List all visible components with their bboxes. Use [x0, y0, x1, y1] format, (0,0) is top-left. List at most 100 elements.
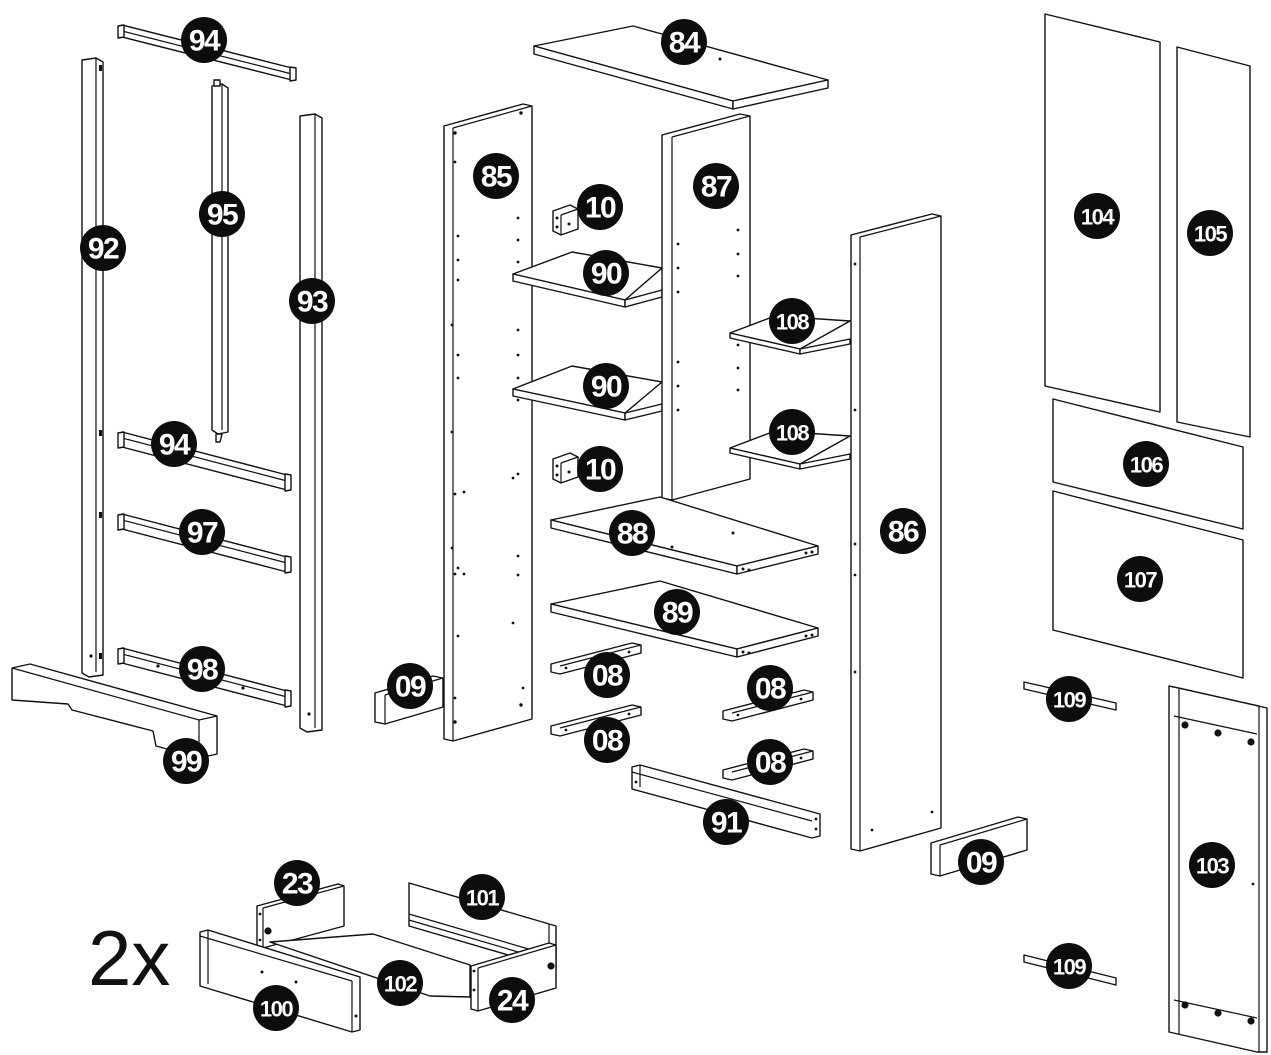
- part-number-badge-p90b: 90: [583, 363, 629, 409]
- part-number-badge-p109a: 109: [1046, 676, 1092, 722]
- part-93-right-post: [299, 113, 323, 733]
- badge-circle: [1189, 842, 1235, 888]
- part-number-label: 88: [617, 518, 648, 551]
- part-number-label: 09: [966, 847, 997, 880]
- part-number-label: 94: [159, 429, 191, 462]
- part-number-label: 91: [711, 807, 742, 840]
- part-number-label: 89: [662, 597, 693, 630]
- badge-circle: [1123, 441, 1169, 487]
- badge-circle: [747, 739, 793, 785]
- part-number-label: 108: [776, 310, 809, 335]
- badge-circle: [179, 646, 225, 692]
- part-number-badge-p99: 99: [163, 738, 209, 784]
- part-88-bottom-shelf: [550, 496, 819, 575]
- badge-circle: [880, 508, 926, 554]
- part-number-label: 92: [88, 233, 119, 266]
- badge-circle: [274, 860, 320, 906]
- badge-circle: [179, 509, 225, 555]
- badge-circle: [253, 985, 299, 1031]
- badge-circle: [693, 163, 739, 209]
- part-number-badge-p104: 104: [1074, 193, 1120, 239]
- part-number-label: 84: [669, 27, 701, 60]
- part-number-badge-p86: 86: [880, 508, 926, 554]
- part-10-upper-bracket: [552, 204, 579, 236]
- part-number-label: 93: [297, 286, 328, 319]
- badge-circle: [1187, 210, 1233, 256]
- part-number-badge-p106: 106: [1123, 441, 1169, 487]
- part-number-badge-p109b: 109: [1046, 943, 1092, 989]
- part-10-lower-bracket: [552, 452, 579, 484]
- badge-circle: [1046, 676, 1092, 722]
- part-number-badge-p87: 87: [693, 163, 739, 209]
- part-number-label: 101: [466, 886, 499, 911]
- part-number-badge-p101: 101: [459, 874, 505, 920]
- badge-circle: [459, 874, 505, 920]
- part-number-label: 106: [1130, 453, 1163, 478]
- part-number-badge-p92: 92: [80, 225, 126, 271]
- part-number-badge-p100: 100: [253, 985, 299, 1031]
- part-99-plinth: [11, 663, 218, 759]
- part-number-label: 105: [1194, 222, 1227, 247]
- part-number-label: 86: [888, 516, 919, 549]
- badge-circle: [769, 298, 815, 344]
- part-number-label: 08: [755, 673, 786, 706]
- part-number-label: 107: [1124, 568, 1157, 593]
- part-number-label: 10: [585, 192, 616, 225]
- badge-circle: [654, 589, 700, 635]
- part-number-badge-p84: 84: [661, 19, 707, 65]
- part-number-badge-p98: 98: [179, 646, 225, 692]
- part-number-badge-p102: 102: [377, 960, 423, 1006]
- part-number-label: 108: [776, 421, 809, 446]
- part-number-label: 85: [481, 161, 512, 194]
- badge-circle: [584, 717, 630, 763]
- badge-circle: [584, 652, 630, 698]
- part-number-badge-p08b: 08: [584, 717, 630, 763]
- part-number-badge-p23: 23: [274, 860, 320, 906]
- badge-circle: [199, 191, 245, 237]
- part-number-badge-p90a: 90: [583, 250, 629, 296]
- badge-circle: [80, 225, 126, 271]
- part-number-badge-p09b: 09: [958, 839, 1004, 885]
- quantity-2x-label: 2x: [88, 914, 170, 1002]
- part-number-label: 23: [282, 868, 313, 901]
- part-number-badge-p107: 107: [1117, 556, 1163, 602]
- part-95-center-post: [211, 79, 229, 443]
- part-number-badge-p08d: 08: [747, 739, 793, 785]
- part-number-badge-p93: 93: [289, 278, 335, 324]
- badge-circle: [489, 977, 535, 1023]
- badge-circle: [1074, 193, 1120, 239]
- part-92-left-post: [81, 57, 104, 678]
- badge-circle: [289, 278, 335, 324]
- part-number-label: 08: [755, 747, 786, 780]
- part-number-label: 104: [1081, 205, 1115, 230]
- part-number-badge-p10a: 10: [577, 184, 623, 230]
- part-number-badge-p08c: 08: [747, 665, 793, 711]
- part-number-label: 98: [187, 654, 218, 687]
- part-number-label: 10: [585, 454, 616, 487]
- badge-circle: [661, 19, 707, 65]
- part-number-badge-p108b: 108: [769, 409, 815, 455]
- part-number-badge-p108a: 108: [769, 298, 815, 344]
- badge-circle: [583, 250, 629, 296]
- part-number-label: 94: [189, 25, 221, 58]
- part-number-badge-p10b: 10: [577, 446, 623, 492]
- badge-circle: [377, 960, 423, 1006]
- part-number-label: 90: [591, 258, 622, 291]
- part-number-badge-p105: 105: [1187, 210, 1233, 256]
- part-number-label: 109: [1053, 955, 1086, 980]
- part-number-label: 09: [395, 671, 426, 704]
- badge-circle: [151, 421, 197, 467]
- part-number-label: 97: [187, 517, 218, 550]
- part-85-left-side-panel: [443, 103, 533, 742]
- part-number-badge-p94a: 94: [181, 17, 227, 63]
- badge-circle: [609, 510, 655, 556]
- part-number-badge-p89: 89: [654, 589, 700, 635]
- part-number-label: 102: [384, 972, 417, 997]
- part-number-badge-p88: 88: [609, 510, 655, 556]
- badge-circle: [181, 17, 227, 63]
- part-100-drawer-front: [199, 929, 361, 1033]
- part-number-label: 08: [592, 725, 623, 758]
- badge-circle: [387, 663, 433, 709]
